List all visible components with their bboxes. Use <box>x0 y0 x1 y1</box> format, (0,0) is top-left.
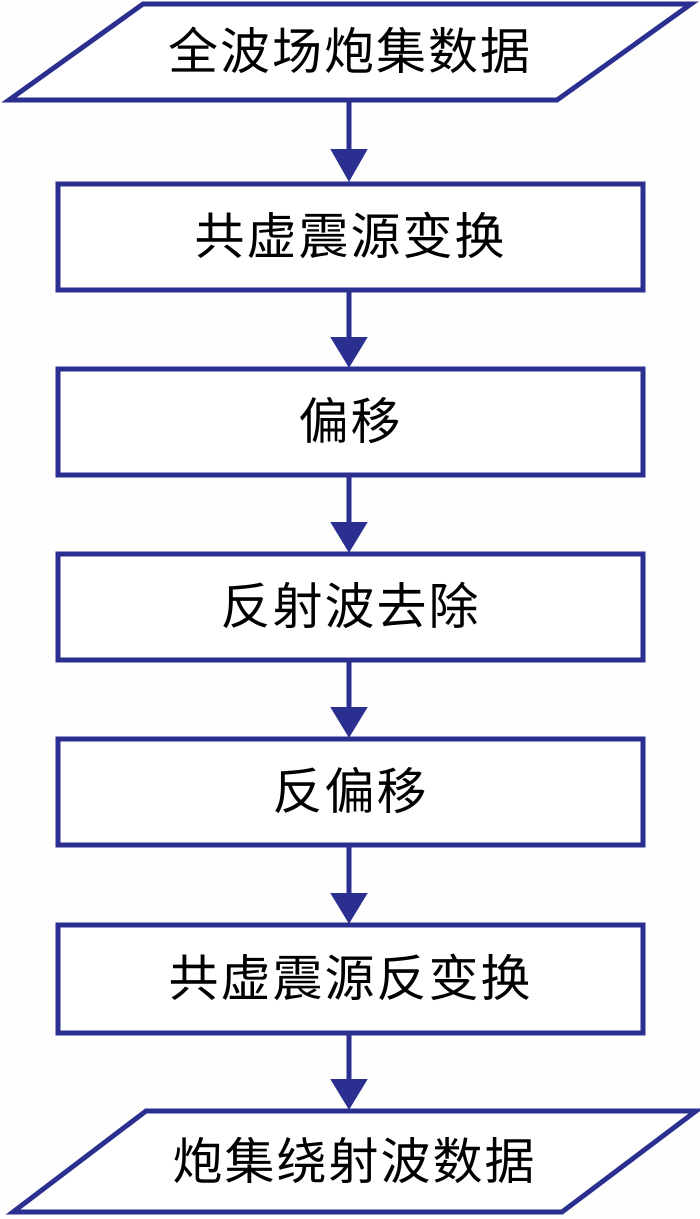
node-shape-process-5[interactable] <box>55 922 646 1036</box>
node-shape-process-3[interactable] <box>55 551 646 663</box>
node-shape-input-data[interactable] <box>1 1 699 103</box>
arrow-n4-to-n5 <box>330 660 368 738</box>
arrow-n6-to-n7 <box>330 1033 368 1110</box>
node-shape-process-1[interactable] <box>55 181 646 293</box>
arrow-n2-to-n3 <box>330 290 368 368</box>
arrow-n5-to-n6 <box>330 845 368 924</box>
node-shape-process-2[interactable] <box>55 366 646 478</box>
arrow-n3-to-n4 <box>330 475 368 553</box>
node-shape-process-4[interactable] <box>55 736 646 848</box>
arrow-n1-to-n2 <box>330 100 368 183</box>
node-shape-output-data[interactable] <box>5 1108 700 1215</box>
